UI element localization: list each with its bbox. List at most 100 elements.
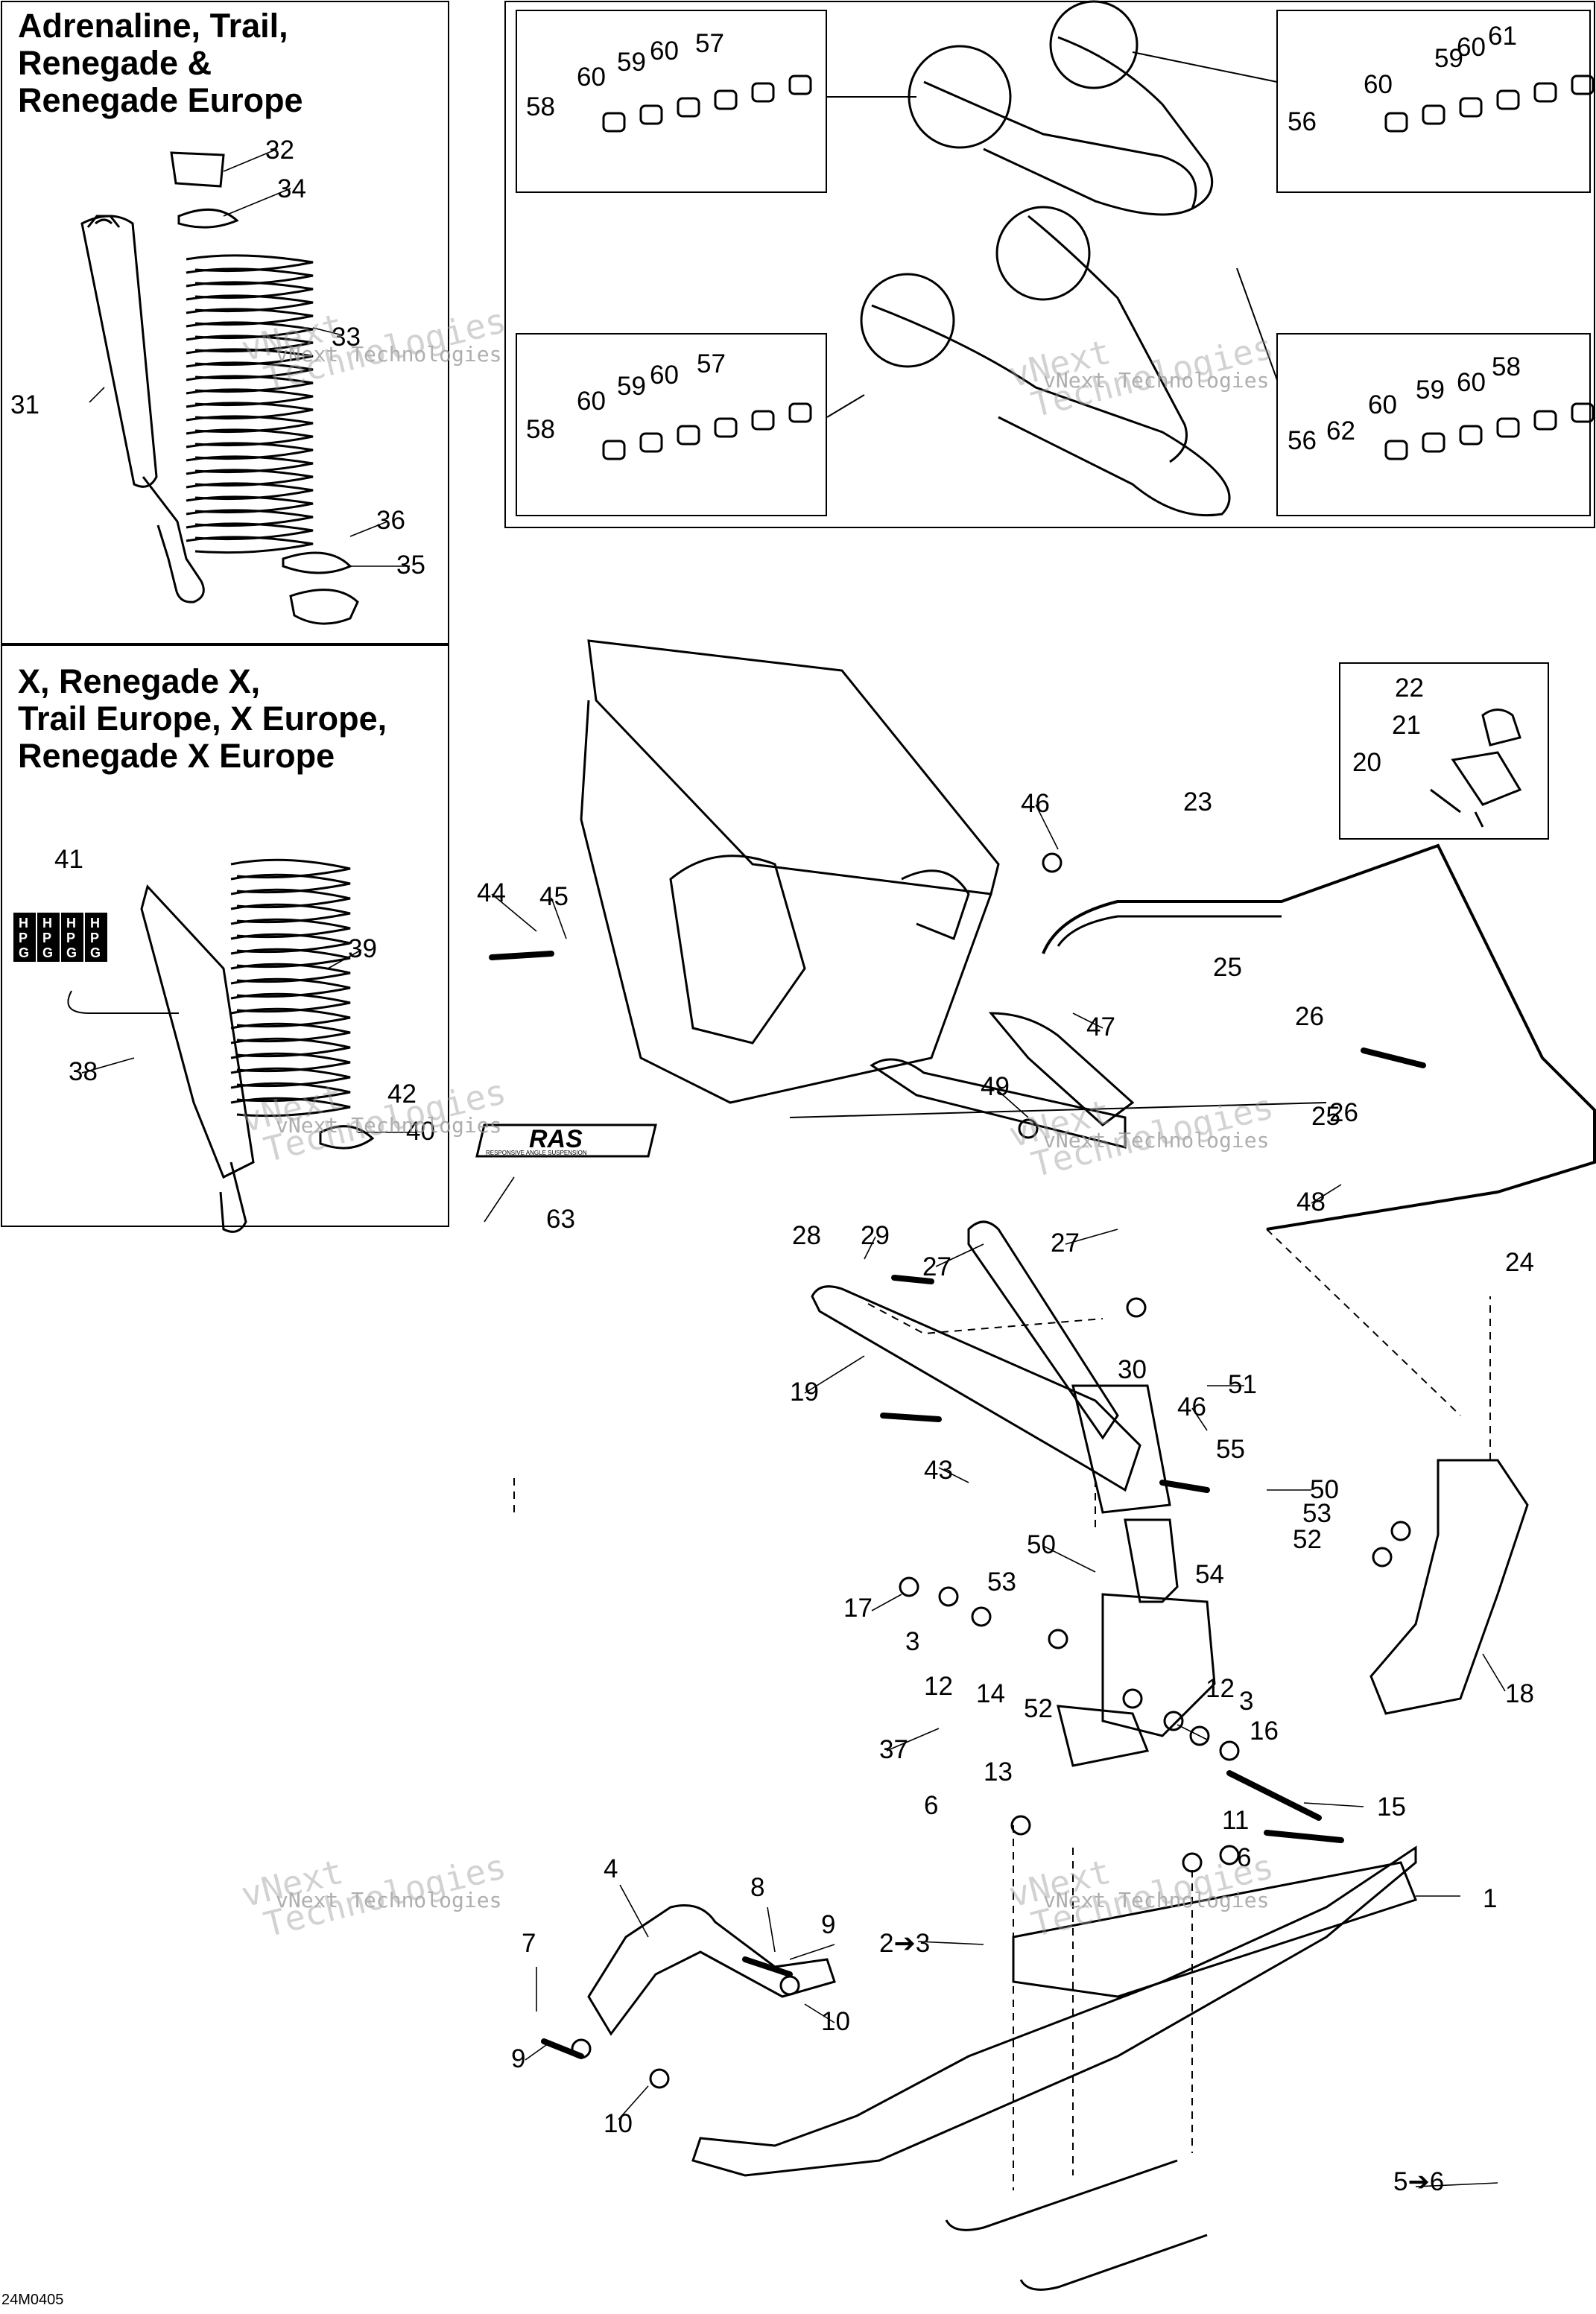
nut-or-washer	[1126, 1297, 1147, 1318]
spring-seat	[177, 208, 239, 229]
inset-upper-right-bolts	[1276, 10, 1591, 193]
callout-label: 28	[792, 1221, 821, 1250]
frame-mount	[901, 869, 970, 940]
callout-label: 59	[617, 48, 646, 77]
inset-lower-left-bolts	[516, 333, 827, 516]
lower-a-arm-rear	[967, 1220, 1119, 1440]
leader-line	[1177, 1724, 1208, 1740]
inset-lower-right-bolts	[1276, 333, 1591, 516]
hpg-badge-letter: H	[42, 916, 52, 931]
callout-label: 10	[604, 2109, 633, 2138]
spring-coil	[186, 455, 314, 474]
callout-label: 5➔6	[1393, 2167, 1444, 2196]
spring-coil-x	[230, 992, 351, 1013]
callout-label: 3	[905, 1627, 919, 1656]
spring-coil-x	[230, 1007, 351, 1028]
callout-label: 30	[1118, 1355, 1147, 1384]
inset-connector-line	[1236, 267, 1278, 381]
leader-line	[1035, 804, 1059, 850]
callout-label: 45	[539, 882, 569, 911]
callout-label: 60	[1364, 70, 1393, 99]
inset-fastener	[677, 425, 700, 446]
spring-coil	[186, 536, 314, 554]
leader-line	[1065, 1229, 1118, 1245]
inset-fastener	[788, 75, 812, 95]
callout-label: 34	[277, 174, 306, 203]
inset-fastener	[602, 440, 626, 460]
callout-label: 47	[1086, 1012, 1115, 1042]
bolt	[880, 1413, 942, 1422]
shock-rod-x	[219, 1161, 247, 1233]
callout-label: 31	[10, 390, 39, 419]
callout-label: 1	[1483, 1884, 1497, 1913]
hpg-badge-letter: G	[19, 945, 29, 960]
inset-fastener	[1571, 75, 1595, 95]
spring-coil	[186, 428, 314, 447]
leader-line	[1303, 1802, 1364, 1807]
callout-label: 35	[396, 551, 425, 580]
leader-line	[935, 1243, 984, 1267]
callout-label: 10	[821, 2007, 850, 2036]
nut-or-washer	[1122, 1688, 1143, 1709]
leader-line	[327, 949, 362, 969]
spring-coil-x	[230, 1052, 351, 1073]
watermark-line-1: vNext Technologies	[276, 1888, 501, 1912]
inset-connector-line	[826, 394, 865, 418]
nut-or-washer	[938, 1586, 959, 1607]
nut-or-washer	[779, 1975, 800, 1996]
shock-rod	[142, 476, 205, 603]
leader-line	[804, 2003, 835, 2023]
callout-label: 56	[1288, 426, 1317, 455]
inset-fastener	[1459, 425, 1483, 446]
ski	[691, 1845, 1417, 2177]
panel-adrenaline-trail	[1, 1, 449, 644]
panel-title-x-renegade: X, Renegade X, Trail Europe, X Europe, R…	[18, 662, 387, 775]
inset-bracket-parts	[1339, 662, 1549, 840]
bolt	[1226, 1770, 1322, 1821]
callout-label: 7	[522, 1929, 536, 1958]
hpg-badge: HPG	[61, 913, 83, 962]
inset-fastener	[1422, 104, 1445, 125]
inset-fastener	[639, 432, 663, 453]
hpg-badge-letter: G	[90, 945, 101, 960]
callout-label: 57	[695, 29, 724, 58]
nut-or-washer	[899, 1576, 919, 1597]
shock-eye-top	[86, 215, 121, 228]
callout-label: 12	[1206, 1674, 1235, 1703]
ball-joint	[1124, 1518, 1179, 1603]
callout-label: 61	[1488, 22, 1517, 51]
inset-fastener	[751, 82, 775, 103]
leader-line	[223, 148, 278, 172]
nut-or-washer	[971, 1606, 992, 1627]
hpg-badge-bg	[61, 913, 83, 962]
hpg-badge-letter: P	[42, 931, 51, 945]
panel-x-renegade	[1, 644, 449, 1227]
bracket-inset-20	[1430, 788, 1484, 828]
callout-label: 11	[1222, 1806, 1249, 1835]
adjuster-ring	[289, 589, 359, 625]
bolt	[541, 2038, 584, 2059]
spring-coil	[186, 402, 314, 420]
callout-label: 48	[1296, 1188, 1326, 1217]
callout-label: 36	[376, 506, 405, 535]
callout-label: 26	[1329, 1098, 1358, 1127]
spring-seat-bottom	[282, 551, 352, 574]
leader-line	[1482, 1653, 1506, 1692]
callout-label: 15	[1377, 1792, 1406, 1822]
callout-label: 8	[750, 1873, 764, 1902]
callout-label: 60	[577, 63, 606, 92]
alignment-dashed-line	[1266, 1229, 1461, 1416]
spindle-bracket	[1071, 1384, 1171, 1514]
nut-or-washer	[1048, 1629, 1068, 1649]
spring-coil	[186, 254, 314, 273]
callout-label: 60	[1457, 368, 1486, 397]
shock-absorber-x	[140, 884, 255, 1179]
spring-coil-x	[230, 1097, 351, 1118]
leader-line	[864, 1236, 876, 1260]
spring-coil-x	[230, 933, 351, 954]
spring-coil-x	[230, 1037, 351, 1058]
shock-absorber-body	[80, 215, 158, 488]
spring-seat-x	[319, 1125, 375, 1150]
inset-upper-left-bolts	[516, 10, 827, 193]
spring-coil	[186, 509, 314, 527]
